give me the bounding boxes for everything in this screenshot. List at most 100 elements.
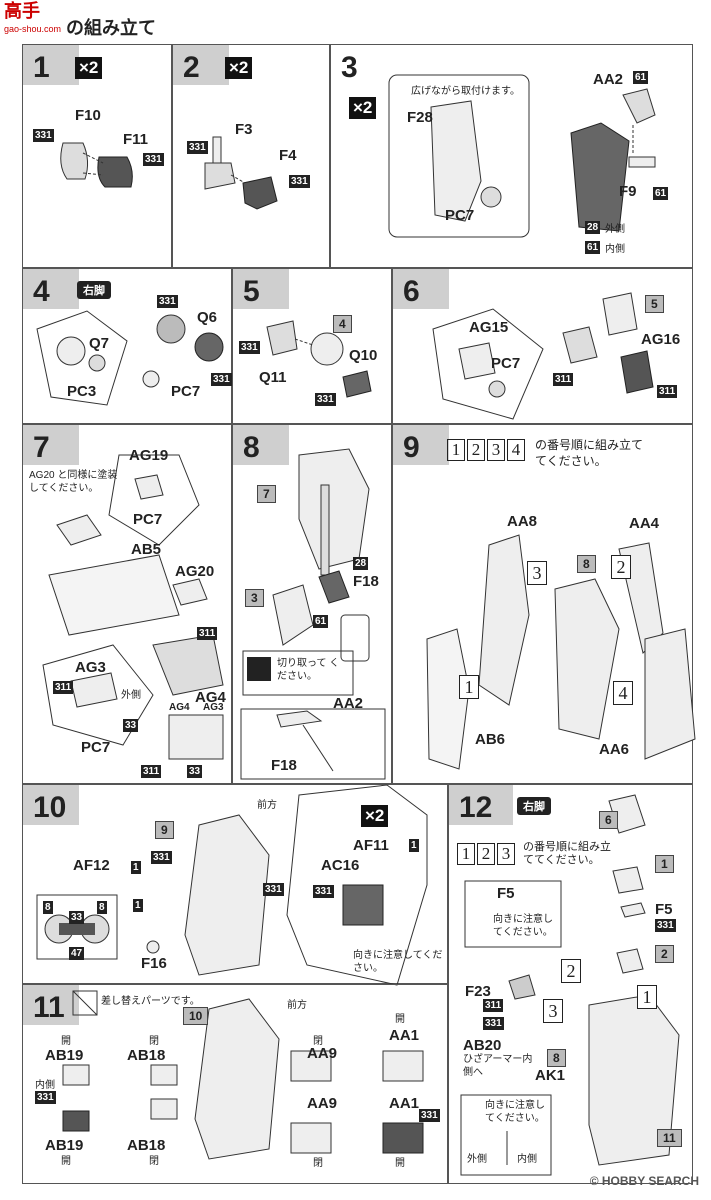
color-tag: 28 — [585, 221, 601, 234]
step-number-bg — [23, 985, 79, 1025]
step-ref: 4 — [333, 315, 352, 333]
part-label: F4 — [279, 147, 297, 164]
part-label: AB6 — [475, 731, 506, 748]
part-label: AG15 — [469, 319, 509, 336]
color-tag: 331 — [289, 175, 310, 188]
step-10-panel: 10 ×2 前方 9 AF12 AF11 AC16 F16 331 331 33… — [22, 784, 448, 986]
step-ref: 1 — [655, 855, 674, 873]
part-label-small: AG4 — [169, 702, 190, 713]
step-ref: 10 — [183, 1007, 209, 1025]
step-ref: 6 — [599, 811, 618, 829]
part-label: F18 — [353, 573, 379, 590]
step-ref: 3 — [245, 589, 264, 607]
color-tag: 331 — [211, 373, 232, 386]
part-label: AB20 — [463, 1037, 502, 1054]
step-5-panel: 5 4 Q10 Q11 331 331 — [232, 268, 392, 424]
part-label: AG3 — [75, 659, 106, 676]
step-5-diagram — [266, 320, 372, 398]
step-2-panel: 2 ×2 F3 F4 331 331 — [172, 44, 330, 268]
paint-note: AG20 と同様に塗装してください。 — [29, 470, 118, 494]
order-num: 1 — [447, 439, 465, 461]
step-number-bg — [23, 45, 79, 85]
inner-label: 内側 — [517, 1154, 537, 1165]
step-6-diagram — [432, 292, 654, 420]
quantity-badge: ×2 — [349, 97, 377, 119]
part-label: AB19 — [45, 1137, 84, 1154]
color-tag: 331 — [151, 851, 172, 864]
part-label: PC7 — [445, 207, 475, 224]
outer-label: 外側 — [467, 1154, 487, 1165]
part-label: F18 — [271, 757, 297, 774]
part-label: F3 — [235, 121, 253, 138]
step-number: 2 — [183, 51, 200, 84]
part-label: F28 — [407, 109, 433, 126]
part-label: AK1 — [535, 1067, 566, 1084]
part-label: PC7 — [491, 355, 521, 372]
order-num: 1 — [457, 843, 475, 865]
part-label: AG16 — [641, 331, 681, 348]
order-num: 2 — [467, 439, 485, 461]
part-label: AA9 — [307, 1095, 338, 1112]
color-tag: 331 — [35, 1091, 56, 1104]
color-tag: 61 — [313, 615, 329, 628]
state-label: 開 — [395, 1014, 405, 1025]
part-label: AG19 — [129, 447, 169, 464]
color-tag: 331 — [263, 883, 284, 896]
state-label: 閉 — [313, 1158, 323, 1169]
part-label: F11 — [123, 131, 149, 148]
color-tag: 331 — [239, 341, 260, 354]
legend-inner: 内側 — [605, 244, 625, 255]
step-number-bg — [173, 45, 229, 85]
right-leg-badge: 右脚 — [517, 797, 551, 815]
part-label: AF12 — [73, 857, 110, 874]
step-number: 12 — [459, 791, 493, 824]
state-label: 閉 — [149, 1156, 159, 1167]
part-label: Q10 — [349, 347, 378, 364]
color-tag: 8 — [43, 901, 53, 914]
order-note: の番号順に組み立ててください。 — [523, 841, 611, 866]
step-number: 4 — [33, 275, 50, 308]
copyright-footer: © HOBBY SEARCH — [589, 1174, 699, 1188]
step-ref: 9 — [155, 821, 174, 839]
step-ref: 8 — [577, 555, 596, 573]
part-label: AG20 — [175, 563, 215, 580]
order-num: 3 — [487, 439, 505, 461]
part-label: AC16 — [321, 857, 360, 874]
quantity-badge: ×2 — [75, 57, 103, 79]
callout-number: 3 — [543, 999, 563, 1023]
cut-note: 切り取って ください。 — [277, 658, 340, 682]
part-label: PC3 — [67, 383, 97, 400]
step-3-diagram — [388, 74, 656, 238]
part-label: AA1 — [389, 1095, 420, 1112]
step-number-bg — [393, 269, 449, 309]
front-label: 前方 — [287, 1000, 307, 1011]
part-label: AA1 — [389, 1027, 420, 1044]
step-3-panel: 3 ×2 広げながら取付けます。 F28 PC7 AA2 F9 61 61 28… — [330, 44, 693, 268]
callout-number: 3 — [527, 561, 547, 585]
color-tag: 33 — [69, 911, 85, 924]
step-ref: 8 — [547, 1049, 566, 1067]
step-12-diagram — [460, 794, 680, 1176]
color-tag: 47 — [69, 947, 85, 960]
swap-note: 差し替えパーツです。 — [101, 996, 200, 1007]
step-1-panel: 1 ×2 F10 F11 331 331 — [22, 44, 172, 268]
part-label: AF11 — [353, 837, 389, 854]
part-label: AB19 — [45, 1047, 84, 1064]
part-label: F9 — [619, 183, 637, 200]
part-label: F23 — [465, 983, 491, 1000]
step-number: 11 — [33, 991, 65, 1024]
color-tag: 311 — [197, 627, 218, 640]
step-ref: 7 — [257, 485, 276, 503]
step-4-panel: 4 右脚 Q7 Q6 PC3 PC7 331 331 — [22, 268, 232, 424]
part-label: F5 — [655, 901, 673, 918]
step-number: 7 — [33, 431, 50, 464]
order-num: 2 — [477, 843, 495, 865]
part-label-small: AG3 — [203, 702, 224, 713]
color-tag: 33 — [123, 719, 139, 732]
watermark-url: gao-shou.com — [4, 24, 62, 34]
color-tag: 61 — [633, 71, 649, 84]
step-9-diagram — [426, 534, 696, 770]
